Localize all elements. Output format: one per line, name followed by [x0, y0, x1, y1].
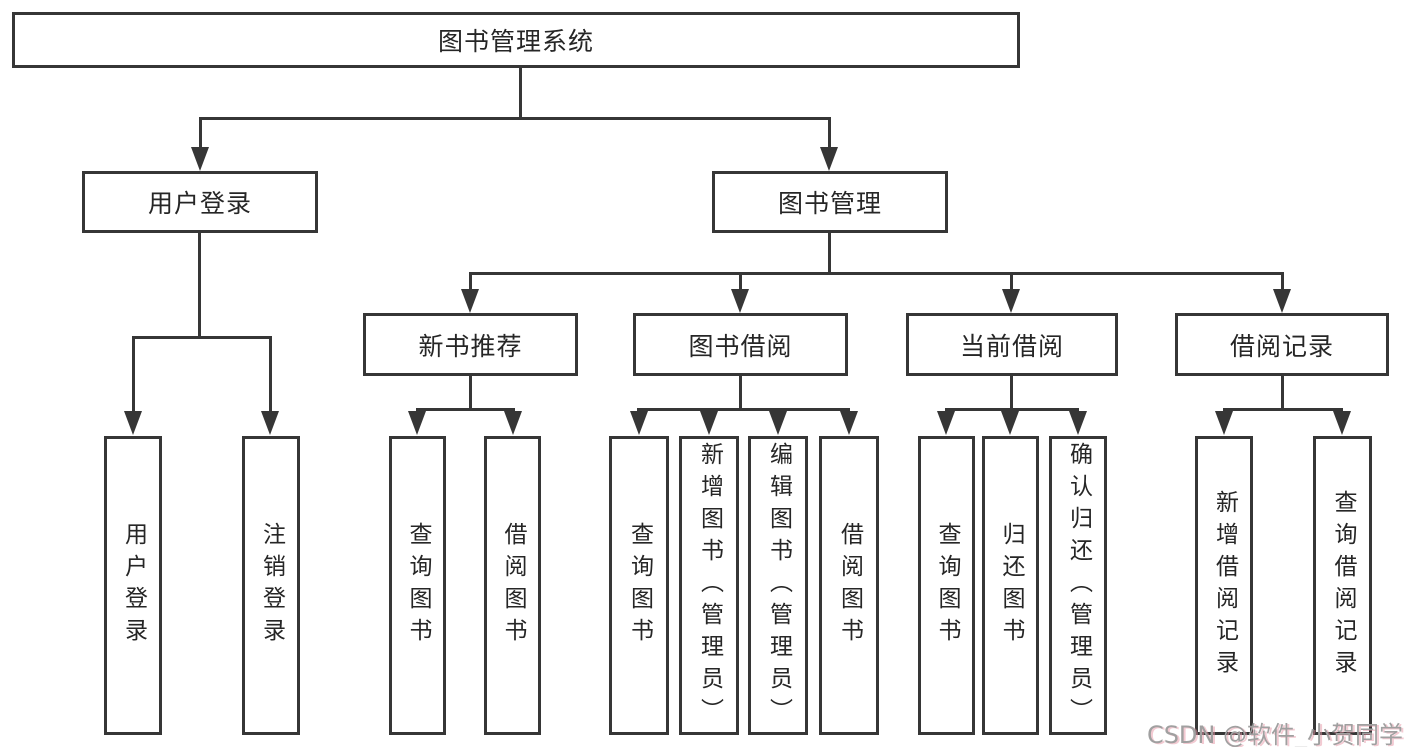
arrow-down-icon	[630, 411, 648, 435]
connector-records-drop	[1281, 272, 1284, 292]
arrow-down-icon	[461, 289, 479, 313]
connector-current-drop	[1010, 272, 1013, 292]
arrow-down-icon	[1001, 411, 1019, 435]
connector-root-stem	[519, 67, 522, 120]
leaf-query-books-recommend: 查询图书	[389, 436, 446, 735]
leaf-label: 新增图书（管理员）	[696, 441, 723, 730]
connector-level2-hline	[469, 272, 1284, 275]
connector-user-child1-drop	[132, 336, 135, 414]
connector-recommend-drop	[469, 272, 472, 292]
leaf-label: 查询借阅记录	[1330, 489, 1356, 682]
leaf-label: 查询图书	[934, 521, 960, 650]
leaf-add-books-admin: 新增图书（管理员）	[679, 436, 739, 735]
connector-user-hline	[132, 336, 272, 339]
connector-records-hline	[1223, 408, 1343, 411]
leaf-label: 注销登录	[258, 521, 285, 650]
connector-borrowing-hline	[637, 408, 850, 411]
connector-bookmgmt-stem	[828, 233, 831, 275]
leaf-edit-books-admin: 编辑图书（管理员）	[748, 436, 808, 735]
leaf-label: 确认归还（管理员）	[1065, 441, 1092, 730]
leaf-label: 编辑图书（管理员）	[765, 441, 792, 730]
arrow-down-icon	[408, 411, 426, 435]
leaf-confirm-return-admin: 确认归还（管理员）	[1049, 436, 1107, 735]
connector-current-stem	[1010, 376, 1013, 411]
leaf-label: 借阅图书	[500, 521, 526, 650]
arrow-down-icon	[840, 411, 858, 435]
connector-user-drop	[199, 117, 202, 149]
leaf-borrow-books-borrowing: 借阅图书	[819, 436, 879, 735]
leaf-user-login: 用户登录	[104, 436, 162, 735]
arrow-down-icon	[731, 289, 749, 313]
connector-level1-hline	[199, 117, 831, 120]
node-new-book-recommendation: 新书推荐	[363, 313, 578, 376]
node-user-login: 用户登录	[82, 171, 318, 233]
connector-user-stem	[198, 233, 201, 339]
arrow-down-icon	[261, 411, 279, 435]
arrow-down-icon	[504, 411, 522, 435]
arrow-down-icon	[1002, 289, 1020, 313]
arrow-down-icon	[1333, 411, 1351, 435]
leaf-label: 借阅图书	[836, 521, 863, 650]
arrow-down-icon	[937, 411, 955, 435]
leaf-return-books: 归还图书	[982, 436, 1039, 735]
leaf-label: 用户登录	[120, 521, 147, 650]
connector-recommend-stem	[469, 376, 472, 411]
node-book-borrowing: 图书借阅	[633, 313, 848, 376]
leaf-label: 新增借阅记录	[1211, 489, 1238, 682]
node-borrowing-records: 借阅记录	[1175, 313, 1389, 376]
connector-current-hline	[945, 408, 1079, 411]
connector-user-child2-drop	[269, 336, 272, 414]
leaf-label: 查询图书	[626, 521, 653, 650]
arrow-down-icon	[769, 411, 787, 435]
connector-book-drop	[828, 117, 831, 149]
leaf-query-books-current: 查询图书	[918, 436, 975, 735]
leaf-label: 查询图书	[405, 521, 431, 650]
leaf-add-borrow-record: 新增借阅记录	[1195, 436, 1253, 735]
connector-recommend-hline	[416, 408, 515, 411]
arrow-down-icon	[1215, 411, 1233, 435]
arrow-down-icon	[820, 147, 838, 171]
node-book-management: 图书管理	[712, 171, 948, 233]
leaf-query-books-borrowing: 查询图书	[609, 436, 669, 735]
arrow-down-icon	[700, 411, 718, 435]
arrow-down-icon	[1273, 289, 1291, 313]
leaf-logout: 注销登录	[242, 436, 300, 735]
node-library-management-system: 图书管理系统	[12, 12, 1020, 68]
leaf-borrow-books-recommend: 借阅图书	[484, 436, 541, 735]
node-current-borrowing: 当前借阅	[906, 313, 1118, 376]
leaf-label: 归还图书	[998, 521, 1024, 650]
csdn-watermark: CSDN @软件_小贺同学	[1146, 721, 1403, 747]
arrow-down-icon	[191, 147, 209, 171]
connector-borrowing-drop	[739, 272, 742, 292]
arrow-down-icon	[124, 411, 142, 435]
connector-borrowing-stem	[739, 376, 742, 411]
arrow-down-icon	[1069, 411, 1087, 435]
leaf-query-borrow-record: 查询借阅记录	[1313, 436, 1372, 735]
connector-records-stem	[1281, 376, 1284, 411]
